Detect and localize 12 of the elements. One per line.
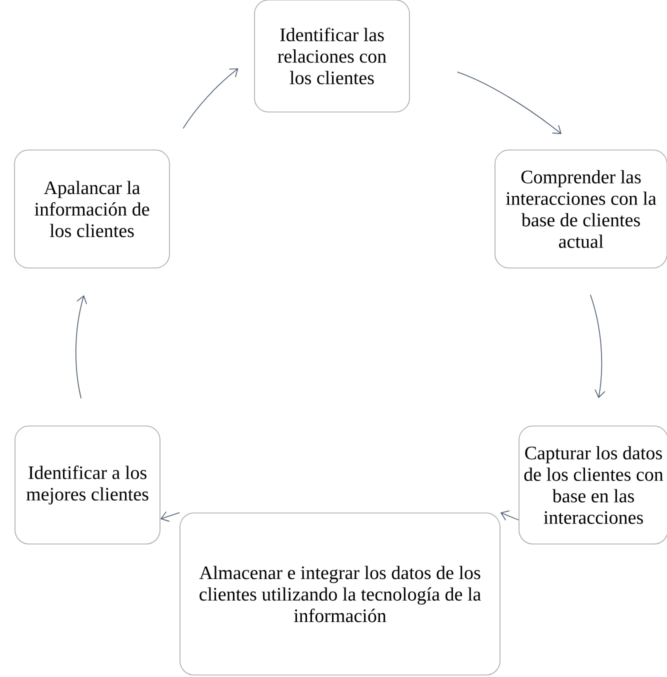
arrow [500,510,519,521]
process-box: Identificar las relaciones con los clientes [254,0,410,112]
arrow [182,68,238,129]
arrow [456,72,562,134]
process-box: Almacenar e integrar los datos de los clientes utilizando la tecnología de la información [180,512,500,676]
process-box: Apalancar la información de los clientes [14,150,170,268]
arrow [590,294,606,398]
process-box: Capturar los datos de los clientes con base en las interacciones [518,426,667,544]
process-box: Identificar a los mejores clientes [14,426,160,544]
process-box: Comprender las interacciones con la base de clientes actual [494,150,667,268]
arrow [160,511,180,522]
arrow [76,295,87,399]
